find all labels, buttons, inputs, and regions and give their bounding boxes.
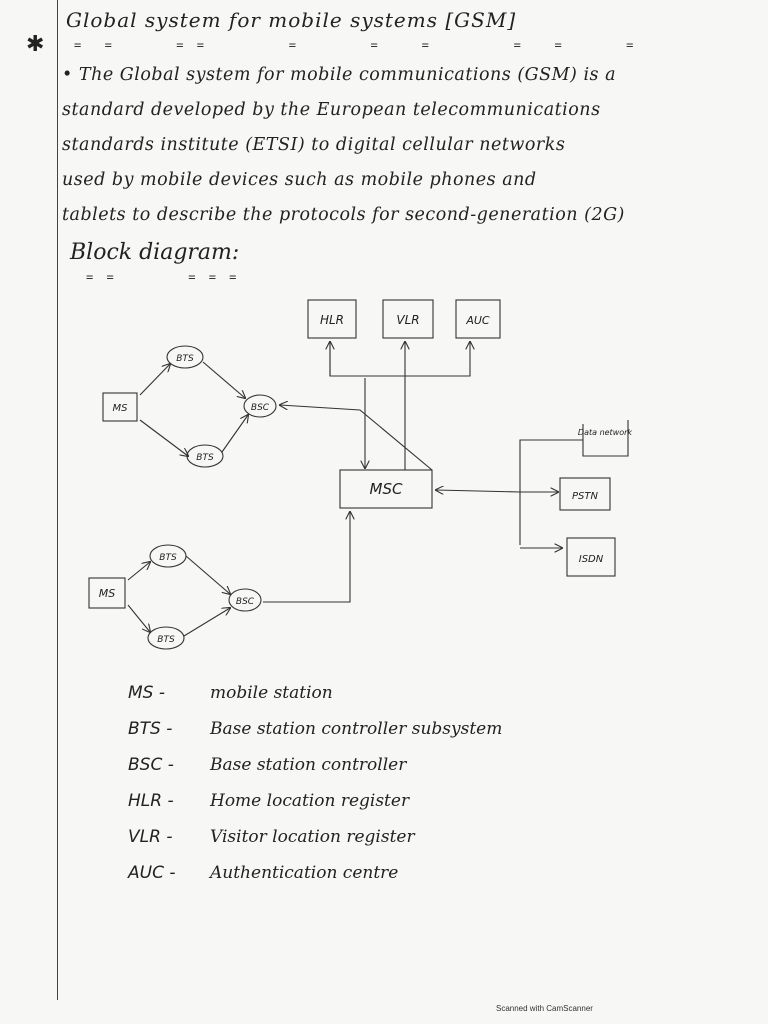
bts-node-top-a	[166, 345, 204, 369]
paragraph-line: standard developed by the European telec…	[62, 100, 601, 120]
hlr-label: HLR	[320, 313, 344, 327]
ms-label-bottom: MS	[99, 587, 115, 600]
data-network-label: Data network	[578, 428, 633, 437]
abbreviation-legend: MS -mobile station BTS -Base station con…	[128, 675, 502, 891]
bts-node-bottom-b	[147, 626, 185, 650]
legend-row: MS -mobile station	[128, 683, 333, 703]
bullet-marker: •	[62, 65, 73, 85]
msc-label: MSC	[370, 480, 403, 498]
bsc-node-top	[243, 394, 277, 418]
vlr-label: VLR	[396, 313, 419, 327]
page-margin-line	[57, 0, 58, 1000]
auc-label: AUC	[465, 314, 490, 327]
heading-underline-marks: = = = = =	[86, 270, 240, 284]
block-diagram-heading: Block diagram:	[70, 240, 240, 265]
link	[185, 555, 230, 594]
link	[127, 562, 150, 581]
ms-box-bottom	[88, 577, 126, 609]
vlr-box	[382, 299, 434, 339]
isdn-label: ISDN	[579, 554, 604, 565]
intro-paragraph: • The Global system for mobile communica…	[62, 58, 742, 233]
bus-connector	[329, 342, 470, 377]
paragraph-line: tablets to describe the protocols for se…	[62, 205, 625, 225]
legend-row: VLR -Visitor location register	[128, 827, 415, 847]
bsc-label-bottom: BSC	[236, 597, 255, 607]
isdn-box	[566, 537, 616, 577]
pstn-box	[559, 477, 611, 511]
legend-row: AUC -Authentication centre	[128, 863, 399, 883]
paragraph-line: • The Global system for mobile communica…	[62, 65, 617, 85]
paragraph-line: used by mobile devices such as mobile ph…	[62, 170, 537, 190]
bsc-to-msc-bottom	[263, 512, 350, 603]
legend-row: BSC -Base station controller	[128, 755, 407, 775]
bsc-label-top: BSC	[251, 403, 270, 413]
bsc-to-msc-top	[280, 405, 433, 471]
link	[139, 419, 188, 456]
link	[183, 608, 230, 637]
msc-box	[339, 469, 433, 509]
title-underline-marks: = = = = = = = = = =	[74, 38, 637, 52]
link	[127, 604, 150, 632]
bts-label-top-b: BTS	[196, 453, 214, 463]
page-title: Global system for mobile systems [GSM]	[66, 8, 517, 32]
pstn-label: PSTN	[572, 491, 598, 502]
ms-box-top	[102, 392, 138, 422]
link	[202, 361, 245, 398]
legend-row: HLR -Home location register	[128, 791, 410, 811]
network-bus	[519, 439, 583, 545]
star-icon: ✱	[26, 32, 45, 57]
ms-label-top: MS	[113, 403, 129, 414]
bts-label-top-a: BTS	[176, 354, 194, 364]
data-network-box	[582, 420, 629, 457]
bsc-node-bottom	[228, 588, 262, 612]
hlr-box	[307, 299, 357, 339]
bts-label-bottom-b: BTS	[157, 635, 175, 645]
link	[139, 364, 170, 396]
auc-box	[455, 299, 501, 339]
scanner-watermark: Scanned with CamScanner	[496, 1004, 593, 1013]
legend-row: BTS -Base station controller subsystem	[128, 719, 503, 739]
link	[221, 415, 248, 453]
bts-label-bottom-a: BTS	[159, 553, 177, 563]
msc-to-networks	[436, 490, 521, 492]
paragraph-line: standards institute (ETSI) to digital ce…	[62, 135, 566, 155]
